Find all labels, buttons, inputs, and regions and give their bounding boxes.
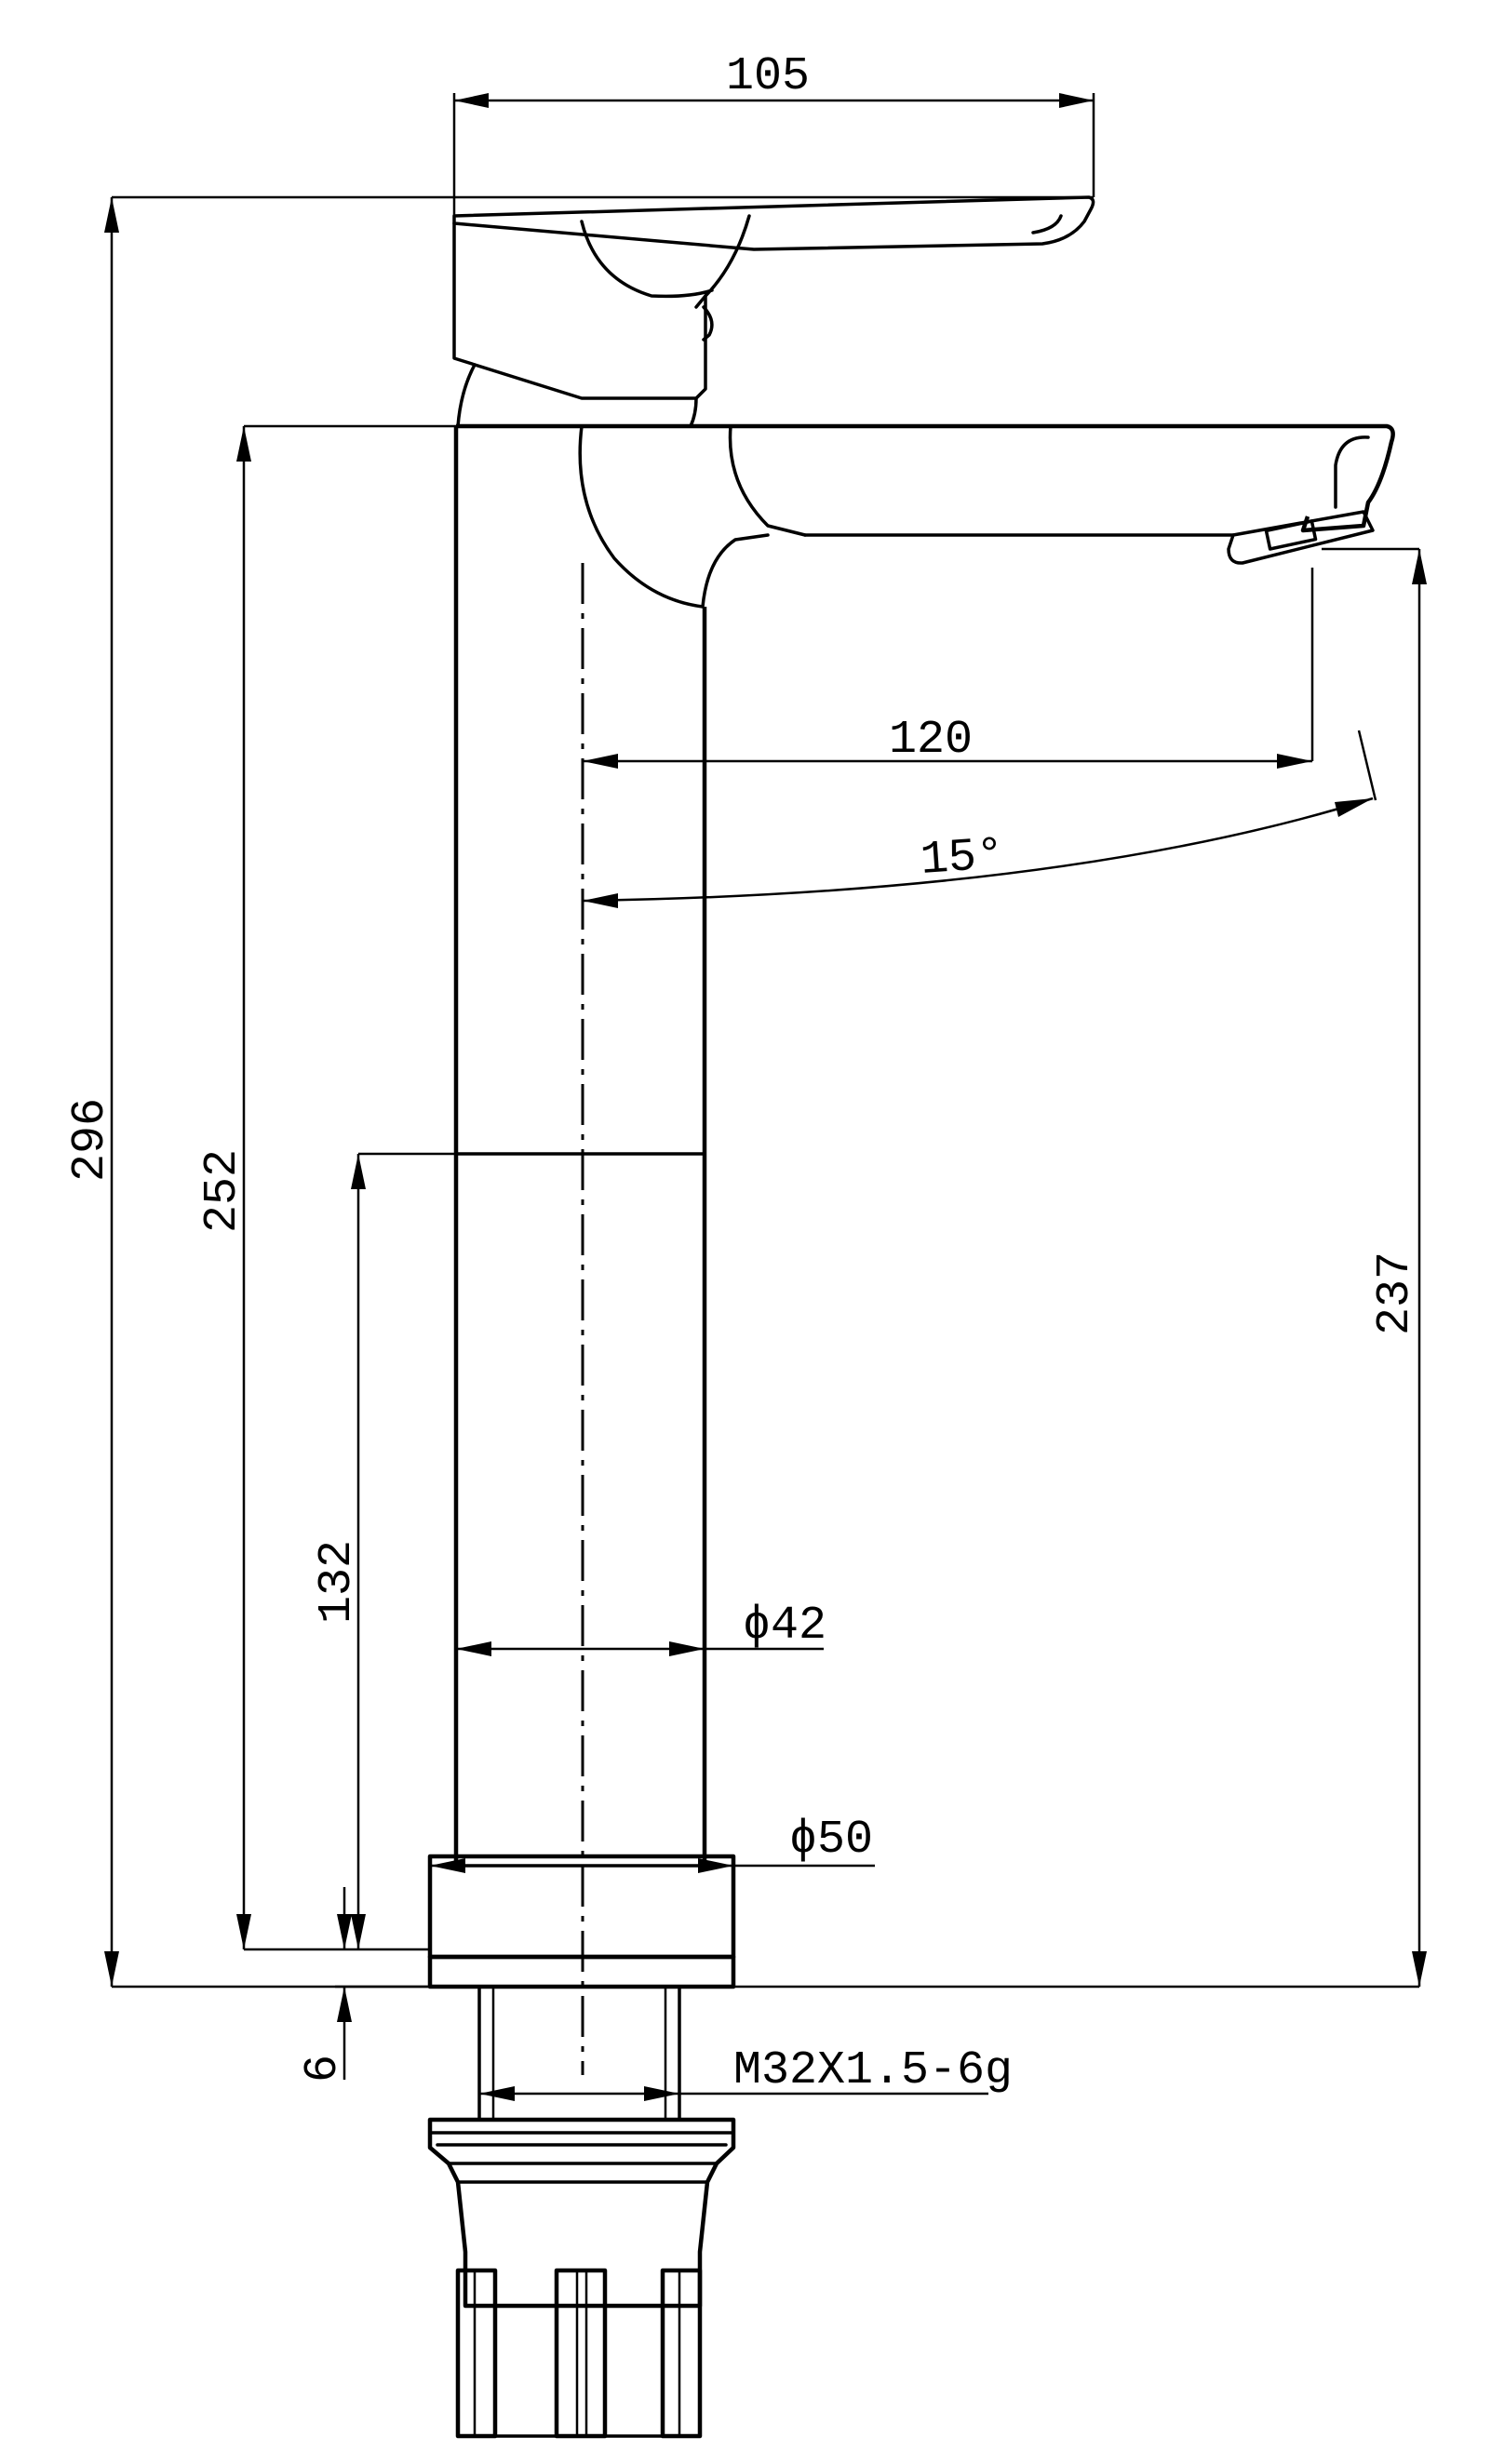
dim-base-thickness: 6 (297, 2055, 350, 2082)
dimension-labels: 105 296 252 132 6 237 120 15° ϕ42 ϕ50 M3… (64, 50, 1422, 2097)
spout-top (456, 423, 1395, 533)
dim-thread-spec: M32X1.5-6g (733, 2044, 1013, 2097)
nut-wing-center (554, 2268, 608, 2439)
body-shoulder (578, 424, 770, 609)
handle-top (452, 195, 1095, 251)
aerator (1227, 510, 1375, 565)
handle-body (452, 221, 707, 400)
spout-top-inner (728, 424, 807, 537)
handle-screw (702, 305, 714, 341)
dim-body-diameter: ϕ42 (743, 1600, 826, 1653)
handle-lever (580, 214, 751, 309)
dimension-lines (104, 93, 1427, 2101)
dim-base-diameter: ϕ50 (789, 1814, 873, 1867)
dim-body-height: 252 (196, 1149, 249, 1233)
thread-shank (477, 1985, 681, 2122)
thread-lines (491, 1987, 667, 2120)
spout-tip-curve (1334, 435, 1370, 509)
faucet-outline (427, 195, 1395, 2439)
dim-handle-width: 105 (726, 50, 810, 103)
dim-spout-angle: 15° (919, 829, 1006, 888)
dim-spout-reach: 120 (889, 714, 973, 767)
dim-overall-height: 296 (64, 1098, 117, 1182)
dim-spout-outlet-height: 237 (1369, 1252, 1422, 1335)
nut-wing-right (660, 2268, 703, 2439)
aerator-ring (1264, 519, 1318, 551)
nut-lines (428, 2131, 735, 2184)
dim-lower-height: 132 (311, 1540, 364, 1624)
handle-underside (1031, 214, 1063, 234)
body-column (453, 426, 707, 1870)
nut-wing-ribs (473, 2270, 681, 2436)
